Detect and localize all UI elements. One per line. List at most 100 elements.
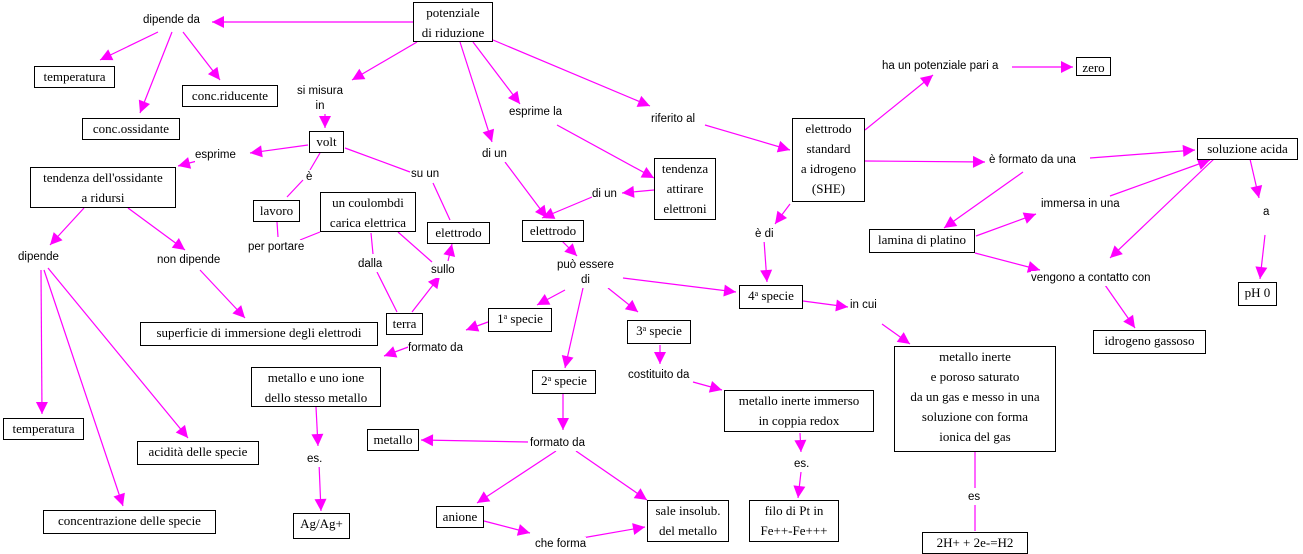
node-soluzione-acida[interactable]: soluzione acida [1197,138,1298,160]
node-sale-insolubile[interactable]: sale insolub. del metallo [647,500,729,542]
node-seconda-specie[interactable]: 2a specie [532,370,596,394]
arrowhead-icon [311,433,324,446]
arrowhead-icon [1250,184,1263,198]
arrowhead-icon [207,66,220,80]
arrowhead-icon [1123,314,1135,328]
node-anione[interactable]: anione [436,506,484,528]
link-line [476,450,557,504]
arrowhead-icon [35,401,48,414]
link-line [344,147,411,173]
node-tendenza-ossidante[interactable]: tendenza dell'ossidante a ridursi [30,167,176,208]
link-label-formato-da-2: formato da [530,436,585,451]
link-line [351,41,418,81]
link-line [556,124,655,179]
node-temperatura-2[interactable]: temperatura [3,418,84,440]
arrowhead-icon [319,116,331,128]
node-metallo[interactable]: metallo [367,429,419,451]
arrowhead-icon [775,210,787,224]
node-idrogeno-gassoso[interactable]: idrogeno gassoso [1093,330,1206,354]
node-ph-0[interactable]: pH 0 [1238,282,1277,306]
link-label-a: a [1263,205,1270,220]
arrowhead-icon [477,491,491,503]
node-conc-riducente[interactable]: conc.riducente [182,85,278,107]
link-line [575,450,648,501]
arrowhead-icon [708,381,722,393]
arrowhead-icon [632,523,645,535]
link-line [370,232,374,255]
arrowhead-icon [212,16,224,28]
arrowhead-icon [1196,158,1210,170]
node-tendenza-attirare[interactable]: tendenza attirare elettroni [654,158,716,220]
link-line [1089,149,1196,159]
arrowhead-icon [535,204,547,218]
node-conc-ossidante[interactable]: conc.ossidante [82,118,180,140]
link-line [276,221,279,238]
arrowhead-icon [557,418,569,430]
link-line [864,160,986,163]
link-label-dipende-da: dipende da [143,13,200,28]
link-label-es-2: es. [794,457,810,472]
node-metallo-poroso[interactable]: metallo inerte e poroso saturato da un g… [894,346,1056,452]
link-line [376,271,398,313]
ordinal-superscript: a [642,324,647,333]
arrowhead-icon [1061,61,1073,73]
arrowhead-icon [636,95,650,107]
node-concentrazione[interactable]: concentrazione delle specie [43,510,216,534]
arrowhead-icon [443,244,456,258]
node-elettrodo[interactable]: elettrodo [522,220,584,242]
node-ag-ag[interactable]: Ag/Ag+ [293,513,350,539]
node-zero[interactable]: zero [1076,57,1111,76]
arrowhead-icon [896,332,910,344]
link-label-immersa-in-una: immersa in una [1041,197,1120,212]
link-label-di-un: di un [482,147,507,162]
node-metallo-ione[interactable]: metallo e uno ione dello stesso metallo [251,367,381,407]
link-label-su-un: su un [411,167,440,182]
link-label-esprime: esprime [195,148,236,163]
link-line [40,269,43,415]
link-label-ha-un-potenziale: ha un potenziale pari a [882,59,999,74]
link-label-esprime-la: esprime la [509,105,563,120]
arrowhead-icon [1022,212,1036,224]
arrowhead-icon [352,68,366,80]
arrowhead-icon [633,488,647,500]
link-line [139,31,173,114]
node-lamina-platino[interactable]: lamina di platino [869,229,975,253]
link-label-es-3: es [968,490,981,505]
link-label-puo-essere-di: può essere di [557,258,614,288]
node-quarta-specie[interactable]: 4a specie [739,285,803,309]
node-coulomb[interactable]: un coulombdi carica elettrica [320,192,416,232]
link-line [286,179,304,198]
node-she[interactable]: elettrodo standard a idrogeno (SHE) [792,118,865,202]
link-label-in-cui: in cui [850,298,877,313]
node-reazione-h2[interactable]: 2H+ + 2e-=H2 [922,532,1028,554]
node-potenziale-di-riduzione[interactable]: potenziale di riduzione [413,2,493,42]
arrowhead-icon [564,243,577,256]
arrowhead-icon [1110,245,1123,258]
node-temperatura[interactable]: temperatura [34,66,115,88]
link-label-e: è [306,170,313,185]
arrowhead-icon [113,492,125,506]
node-terra[interactable]: terra [386,313,423,335]
node-volt[interactable]: volt [309,131,344,153]
arrowhead-icon [178,157,192,169]
ordinal-superscript: a [547,374,552,383]
arrowhead-icon [100,49,114,61]
node-superficie[interactable]: superficie di immersione degli elettrodi [140,322,378,346]
link-label-costituito-da: costituito da [628,368,690,383]
node-lavoro[interactable]: lavoro [253,200,300,222]
ordinal-superscript: a [503,312,508,321]
node-acidita[interactable]: acidità delle specie [137,441,259,465]
node-terza-specie[interactable]: 3a specie [627,320,691,344]
arrowhead-icon [776,140,790,153]
node-elettrodo-terra[interactable]: elettrodo [427,222,490,244]
node-filo-pt[interactable]: filo di Pt in Fe++-Fe+++ [749,500,839,542]
node-metallo-redox[interactable]: metallo inerte immerso in coppia redox [724,390,874,432]
link-line [1109,159,1211,197]
link-line [397,231,433,263]
link-line [459,41,493,143]
arrowhead-icon [232,305,245,318]
link-line [704,124,791,151]
node-prima-specie[interactable]: 1a specie [488,308,552,332]
